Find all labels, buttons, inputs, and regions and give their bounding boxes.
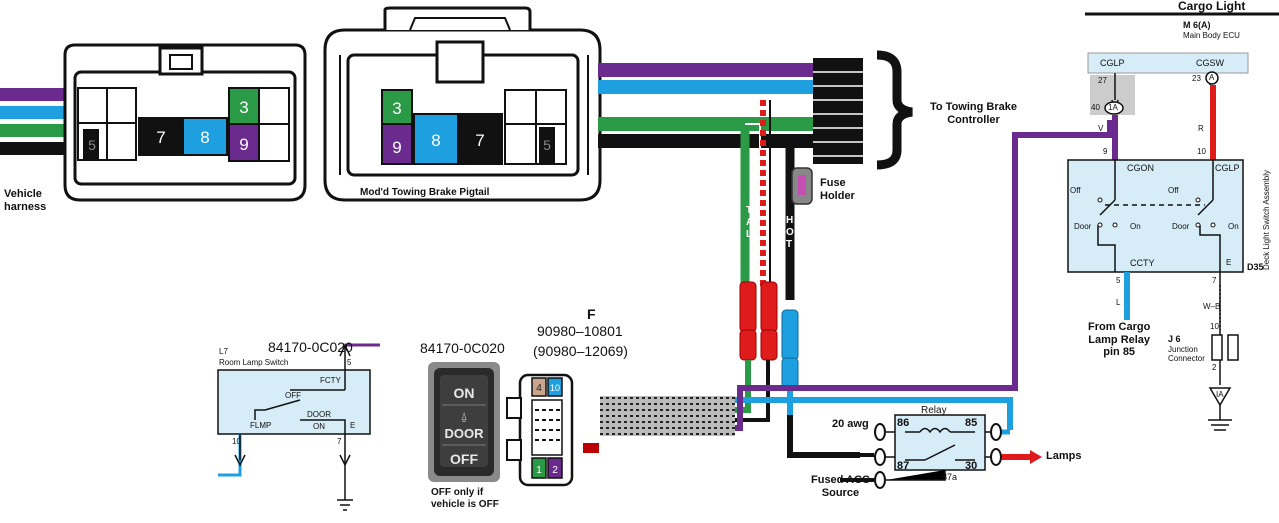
- controller-label: To Towing Brake Controller: [930, 101, 1017, 126]
- fcty-label: FCTY: [320, 376, 341, 385]
- l7-pin-7: 7: [337, 437, 342, 446]
- tap-wires: [600, 100, 1113, 458]
- cargo-light-title: Cargo Light: [1178, 0, 1246, 13]
- cglp-ecu-label: CGLP: [1100, 58, 1125, 68]
- l7-label: L7: [219, 347, 228, 356]
- left-pin-8: 8: [200, 128, 209, 147]
- lamps-label: Lamps: [1046, 450, 1082, 462]
- f-pin-10: 10: [550, 383, 560, 393]
- wire-gauge-label: 20 awg: [832, 418, 869, 430]
- connector-1a: 1A: [1108, 103, 1118, 112]
- switch-on-left: On: [1130, 222, 1141, 231]
- door-label: DOOR: [307, 410, 331, 419]
- right-pin-3: 3: [392, 99, 401, 118]
- ia-label: IA: [1216, 390, 1224, 399]
- relay-86: 86: [897, 417, 910, 429]
- ccty-label: CCTY: [1130, 258, 1155, 268]
- hot-label: HOT: [786, 215, 794, 250]
- connector-f-label: F: [587, 306, 596, 322]
- cargo-light-circuit: [1067, 12, 1279, 431]
- wire-v: V: [1098, 124, 1104, 133]
- switch-on-right: On: [1228, 222, 1239, 231]
- f-pin-2: 2: [552, 465, 558, 476]
- pin-27: 27: [1098, 76, 1107, 85]
- switch-part-number: 84170-0C020: [420, 340, 505, 356]
- vehicle-connector: 5 7 8 9 3: [63, 43, 307, 202]
- pin-23: 23: [1192, 74, 1201, 83]
- pin-9: 9: [1103, 147, 1108, 156]
- pigtail-connector: 3 9 8 7 5: [323, 6, 602, 202]
- harness-bundle: [600, 396, 735, 436]
- on-label: ON: [313, 422, 325, 431]
- d35-label: D35: [1247, 262, 1264, 272]
- e-right-label: E: [1226, 258, 1232, 267]
- relay-label: Relay: [921, 405, 947, 416]
- relay-87: 87: [897, 460, 910, 472]
- l7-part-number: 84170-0C020: [268, 339, 353, 355]
- connector-f: 4 10 1 2: [506, 373, 599, 487]
- fused-acc-label: Fused ACC Source: [811, 474, 870, 499]
- cgon-label: CGON: [1127, 163, 1154, 173]
- e-label: E: [350, 421, 356, 430]
- wire-wb: W–B: [1203, 302, 1221, 311]
- relay-87a: 87a: [942, 472, 958, 482]
- left-pin-9: 9: [239, 135, 248, 154]
- vehicle-harness-label: Vehicle harness: [4, 188, 47, 213]
- m6a-label: M 6(A): [1183, 20, 1211, 30]
- relay-85: 85: [965, 417, 978, 429]
- l7-pin-10: 10: [232, 437, 241, 446]
- pin-5-deck: 5: [1116, 276, 1121, 285]
- relay: [840, 414, 1042, 489]
- off-label: OFF: [285, 391, 301, 400]
- f-pin-1: 1: [536, 465, 542, 476]
- switch-door-left: Door: [1074, 222, 1092, 231]
- wire-r: R: [1198, 124, 1204, 133]
- pigtail-label: Mod'd Towing Brake Pigtail: [360, 187, 490, 198]
- j6-label: J 6: [1168, 334, 1181, 344]
- vehicle-harness-wires: [0, 88, 66, 155]
- main-body-ecu-label: Main Body ECU: [1183, 31, 1240, 40]
- f-pin-4: 4: [536, 383, 542, 394]
- wire-l: L: [1116, 298, 1121, 307]
- pin-10-junction: 10: [1210, 322, 1219, 331]
- cgsw-label: CGSW: [1196, 58, 1224, 68]
- button-door-text: DOOR: [445, 426, 485, 441]
- right-pin-5: 5: [543, 137, 551, 153]
- button-off-text: OFF: [450, 451, 478, 467]
- from-cargo-label: From Cargo Lamp Relay pin 85: [1088, 321, 1151, 359]
- left-pin-5: 5: [88, 137, 96, 153]
- right-pin-9: 9: [392, 138, 401, 157]
- room-lamp-switch: [217, 343, 380, 511]
- button-on-text: ON: [454, 385, 475, 401]
- l7-pin-5: 5: [347, 358, 352, 367]
- left-pin-7: 7: [156, 128, 165, 147]
- lamp-symbol: ⍙: [461, 411, 468, 423]
- part-number-f-alt: (90980–12069): [533, 343, 628, 359]
- left-pin-3: 3: [239, 98, 248, 117]
- part-number-f: 90980–10801: [537, 323, 623, 339]
- pin-40: 40: [1091, 103, 1100, 112]
- right-pin-8: 8: [431, 131, 440, 150]
- tail-label: TAIL: [746, 205, 756, 240]
- switch-door-right: Door: [1172, 222, 1190, 231]
- room-lamp-switch-label: Room Lamp Switch: [219, 358, 289, 367]
- cglp-label: CGLP: [1215, 163, 1240, 173]
- door-switch-button: ON ⍙ DOOR OFF: [428, 362, 500, 482]
- relay-30: 30: [965, 460, 978, 472]
- flmp-label: FLMP: [250, 421, 272, 430]
- pigtail-wires: [598, 50, 913, 170]
- fuse-holder-label: Fuse Holder: [820, 177, 855, 202]
- off-note: OFF only if vehicle is OFF: [431, 487, 499, 510]
- pin-2-junction: 2: [1212, 363, 1217, 372]
- switch-off-right: Off: [1168, 186, 1179, 195]
- switch-off-left: Off: [1070, 186, 1081, 195]
- junction-label: Junction Connector: [1168, 345, 1205, 364]
- pin-10-deck: 10: [1197, 147, 1206, 156]
- deck-switch-label: Deck Light Switch Assembly: [1262, 169, 1271, 270]
- connector-a: A: [1209, 73, 1215, 82]
- pin-7-deck: 7: [1212, 276, 1217, 285]
- right-pin-7: 7: [475, 131, 484, 150]
